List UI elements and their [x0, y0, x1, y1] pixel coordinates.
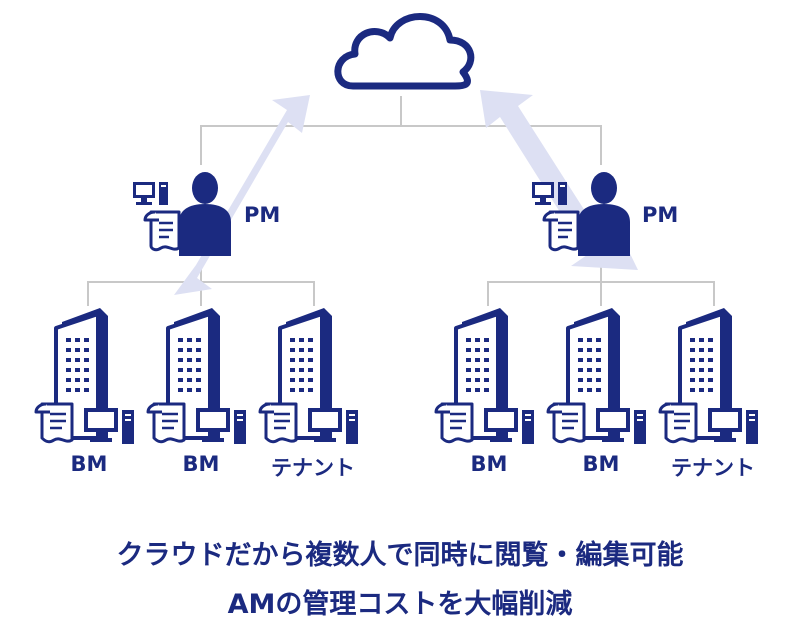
node-label-right-1: BM — [470, 452, 508, 476]
building-icon-right-3 — [658, 306, 760, 446]
caption-line-2: AMの管理コストを大幅削減 — [227, 589, 573, 620]
node-label-right-2: BM — [582, 452, 620, 476]
building-icon-left-3 — [258, 306, 360, 446]
building-icon-right-1 — [434, 306, 536, 446]
building-icon-right-2 — [546, 306, 648, 446]
node-label-left-3: テナント — [271, 456, 355, 480]
pm-icon-right — [530, 170, 632, 258]
connector-lines — [87, 96, 715, 306]
node-label-right-3: テナント — [671, 456, 755, 480]
building-icon-left-2 — [146, 306, 248, 446]
pm-label-left: PM — [244, 203, 281, 227]
pm-label-right: PM — [642, 203, 679, 227]
cloud-icon — [334, 13, 475, 90]
sync-arrow-right — [480, 90, 638, 270]
building-icon-left-1 — [34, 306, 136, 446]
caption-line-1: クラウドだから複数人で同時に閲覧・編集可能 — [116, 540, 684, 571]
node-label-left-2: BM — [182, 452, 220, 476]
node-label-left-1: BM — [70, 452, 108, 476]
pm-icon-left — [131, 170, 233, 258]
